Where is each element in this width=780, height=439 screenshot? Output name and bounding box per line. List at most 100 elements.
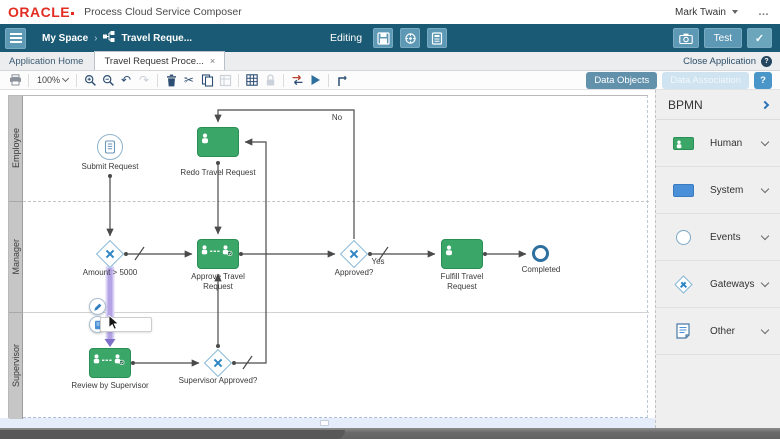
play-button[interactable] [306,72,324,88]
pencil-icon [93,303,101,311]
task-review-by-supervisor[interactable] [89,348,131,378]
chevron-down-icon[interactable] [760,184,770,193]
palette-item-events[interactable]: Events [656,214,780,261]
lane-divider [23,201,649,202]
chevron-down-icon[interactable] [760,325,770,334]
chevron-down-icon[interactable] [760,231,770,240]
node-label-submit-request: Submit Request [81,162,139,171]
breadcrumb-current[interactable]: Travel Reque... [121,32,193,44]
edit-controls: Editing [330,28,448,48]
palette-item-other[interactable]: Other [656,308,780,355]
palette-item-gateways[interactable]: Gateways [656,261,780,308]
palette-item-label: System [710,184,744,196]
swimlane-header-strip: Employee Manager Supervisor [9,96,23,419]
system-task-icon [668,183,698,197]
start-event-submit-request[interactable] [97,134,123,160]
flow-connectors[interactable] [9,96,649,419]
test-button[interactable]: Test [703,28,742,48]
node-label-approve-travel-request: Approve Travel Request [191,272,245,291]
chevron-down-icon [61,74,70,83]
main-area: Employee Manager Supervisor [0,90,780,428]
task-fulfill-travel-request[interactable] [441,239,483,269]
chevron-down-icon[interactable] [760,137,770,146]
palette-item-system[interactable]: System [656,167,780,214]
palette-item-label: Events [710,231,741,243]
tab-label: Travel Request Proce... [104,55,204,67]
grid-button[interactable] [243,72,261,88]
delete-button[interactable] [162,72,180,88]
properties-icon [94,320,101,329]
toolbar-help-button[interactable]: ? [754,71,772,89]
exclusive-gateway-x-icon [347,247,361,261]
swap-arrows-button[interactable] [288,72,306,88]
palette-item-human[interactable]: Human [656,120,780,167]
palette-item-label: Human [710,137,743,149]
close-application-link[interactable]: Close Application [683,56,756,67]
lane-employee[interactable]: Employee [9,96,23,201]
save-button[interactable] [373,28,394,48]
zoom-out-button[interactable] [99,72,117,88]
editing-mode-label: Editing [330,32,363,44]
connector-style-button[interactable] [333,72,351,88]
exclusive-gateway-x-icon [211,356,225,370]
snapshot-button[interactable] [400,28,421,48]
gateway-icon [668,274,698,294]
chevron-down-icon[interactable] [760,278,770,287]
lane-supervisor[interactable]: Supervisor [9,312,23,419]
cut-button[interactable]: ✂ [184,73,195,87]
edit-flow-button[interactable] [89,298,106,315]
document-properties-button[interactable] [427,28,448,48]
tab-application-home[interactable]: Application Home [9,56,84,67]
application-bar: My Space › Travel Reque... Editing Test … [0,24,780,52]
node-label-fulfill-travel-request: Fulfill Travel Request [440,272,484,291]
zoom-level-value: 100% [37,75,61,85]
canvas-wrapper: Employee Manager Supervisor [0,90,655,428]
zoom-level-select[interactable]: 100% [37,74,70,85]
data-association-button: Data Association [662,71,749,89]
hamburger-menu-button[interactable] [5,27,26,49]
node-label-amount: Amount > 5000 [82,268,138,277]
lane-divider [23,312,649,313]
undo-button[interactable]: ↶ [121,73,132,87]
node-label-supervisor-approved: Supervisor Approved? [178,376,258,385]
copy-button[interactable] [198,72,216,88]
two-user-approval-icon [93,354,125,366]
publish-check-button[interactable]: ✓ [747,28,772,48]
breadcrumb-my-space[interactable]: My Space [42,32,89,44]
chevron-right-icon[interactable] [760,100,770,109]
palette-item-label: Other [710,325,736,337]
data-objects-button[interactable]: Data Objects [586,71,658,89]
zoom-in-button[interactable] [81,72,99,88]
form-icon [104,140,116,154]
close-tab-icon[interactable]: × [209,56,216,66]
lane-label: Manager [11,239,21,275]
node-label-approved: Approved? [334,268,374,277]
bpmn-palette: BPMN Human System Events Gateways [655,90,780,428]
task-redo-travel-request[interactable] [197,127,239,157]
process-icon [103,29,115,47]
print-button[interactable] [6,72,24,88]
lane-label: Employee [11,128,21,169]
help-badge-icon[interactable]: ? [761,56,772,67]
palette-item-label: Gateways [710,278,755,290]
tab-travel-request-process[interactable]: Travel Request Proce... × [94,51,226,70]
redo-button: ↷ [139,73,150,87]
palette-title: BPMN [668,97,703,112]
lane-manager[interactable]: Manager [9,201,23,312]
more-menu-button[interactable]: … [758,6,770,18]
mouse-cursor [108,315,119,330]
chevron-down-icon[interactable] [732,10,738,14]
scrollbar-handle[interactable] [320,420,329,426]
end-event-completed[interactable] [532,245,549,262]
breadcrumb-separator: › [94,32,98,44]
task-approve-travel-request[interactable] [197,239,239,269]
user-menu[interactable]: Mark Twain [675,6,726,18]
palette-header: BPMN [656,90,780,120]
process-canvas[interactable]: Employee Manager Supervisor [8,95,649,419]
lock-button [261,72,279,88]
snapshot-camera-button[interactable] [672,28,699,48]
horizontal-scrollbar[interactable] [0,418,655,428]
user-icon [446,245,452,256]
breadcrumb: My Space › Travel Reque... [42,29,192,47]
